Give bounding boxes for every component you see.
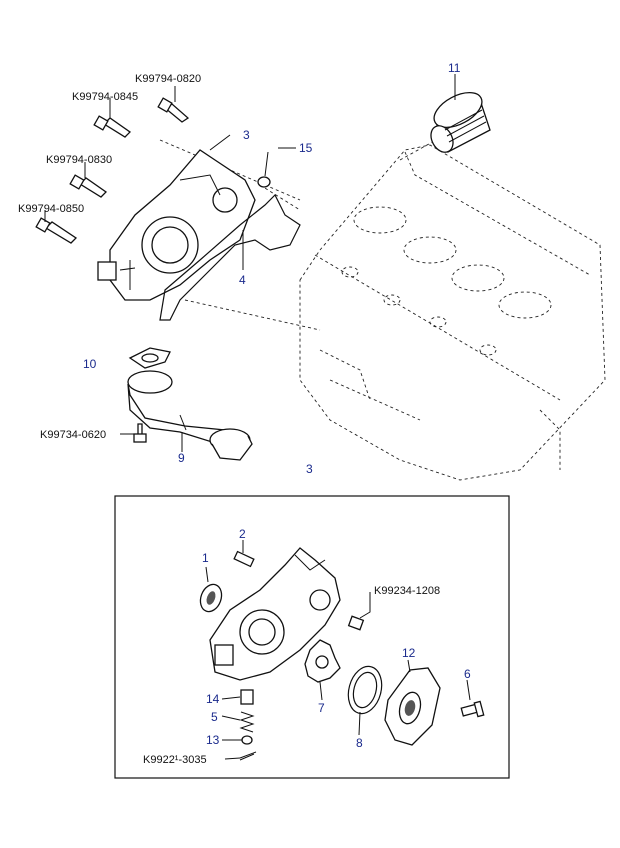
callout-15: 15 bbox=[299, 141, 313, 155]
screw-6 bbox=[460, 700, 485, 718]
callout-1: 1 bbox=[202, 551, 209, 565]
plug-k99234-1208 bbox=[347, 615, 365, 631]
oil-strainer bbox=[127, 370, 253, 461]
label-k99794-0845: K99794-0845 bbox=[72, 91, 138, 103]
bolt-k99734-0620 bbox=[133, 423, 147, 443]
label-k99794-0850: K99794-0850 bbox=[18, 203, 84, 215]
label-k99734-0620: K99734-0620 bbox=[40, 429, 106, 441]
pin-2 bbox=[233, 550, 255, 568]
callout-5: 5 bbox=[211, 710, 218, 724]
callout-9: 9 bbox=[178, 451, 185, 465]
label-k99794-0830: K99794-0830 bbox=[46, 154, 112, 166]
relief-spring bbox=[239, 711, 255, 733]
callout-6: 6 bbox=[464, 667, 471, 681]
bolt-k99794-0830 bbox=[69, 174, 108, 198]
label-k99794-0820: K99794-0820 bbox=[135, 73, 201, 85]
relief-plunger bbox=[240, 689, 254, 705]
pump-cover bbox=[384, 667, 441, 746]
outer-rotor bbox=[347, 665, 383, 715]
bolt-k99794-0850 bbox=[35, 217, 78, 244]
callout-2: 2 bbox=[239, 527, 246, 541]
oil-pump-body bbox=[97, 149, 256, 301]
bolt-k99794-0845 bbox=[93, 115, 132, 138]
callout-8: 8 bbox=[356, 736, 363, 750]
oil-seal bbox=[199, 583, 223, 613]
callout-11: 11 bbox=[448, 61, 461, 75]
callout-4: 4 bbox=[239, 273, 246, 287]
callout-14: 14 bbox=[206, 692, 220, 706]
engine-block-outline bbox=[299, 144, 606, 481]
label-k99221-3035: K9922¹-3035 bbox=[143, 754, 207, 766]
oil-pump-gasket bbox=[159, 193, 301, 321]
o-ring-15 bbox=[257, 176, 271, 188]
oil-filter bbox=[430, 91, 491, 153]
callout-3-assembly: 3 bbox=[306, 462, 313, 476]
split-pin-k99221-3035 bbox=[239, 751, 257, 761]
label-k99234-1208: K99234-1208 bbox=[374, 585, 440, 597]
pump-body-detail bbox=[209, 547, 341, 681]
detail-box bbox=[114, 495, 510, 779]
retaining-washer bbox=[241, 735, 253, 745]
callout-13: 13 bbox=[206, 733, 220, 747]
inner-rotor bbox=[304, 639, 341, 683]
bolt-k99794-0820 bbox=[157, 97, 190, 123]
callout-10: 10 bbox=[83, 357, 97, 371]
callout-3: 3 bbox=[243, 128, 250, 142]
strainer-gasket bbox=[128, 347, 171, 369]
callout-7: 7 bbox=[318, 701, 325, 715]
callout-12: 12 bbox=[402, 646, 416, 660]
